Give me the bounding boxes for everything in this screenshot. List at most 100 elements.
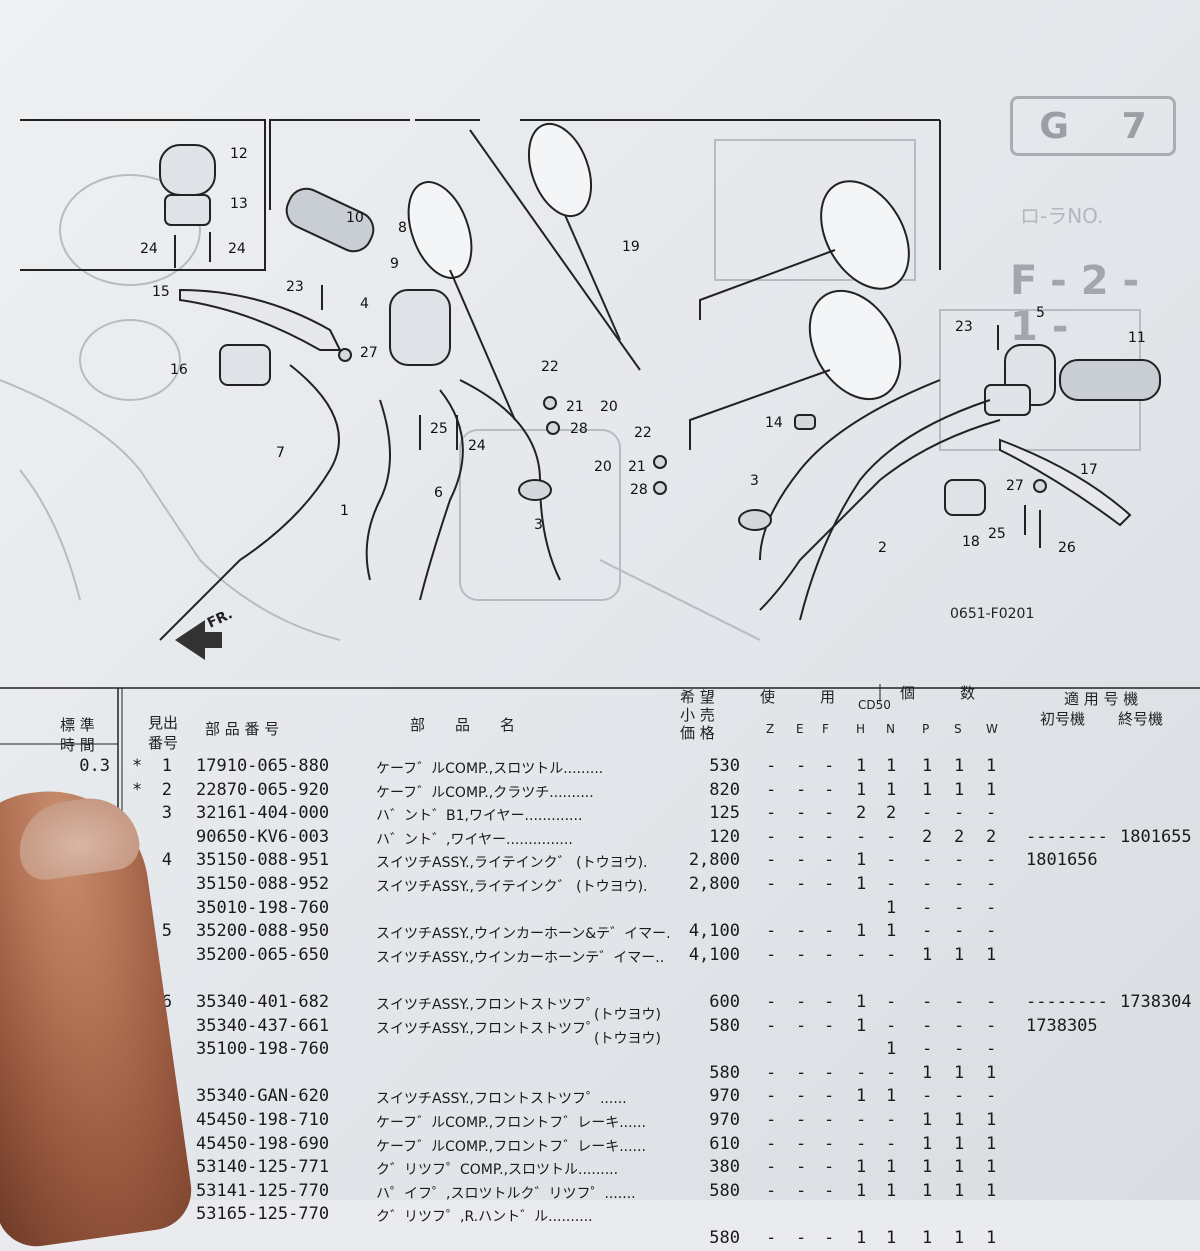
- cell-w: 2: [986, 826, 997, 847]
- cell-part: 35340-437-661: [196, 1015, 330, 1036]
- cell-price: 4,100: [688, 921, 740, 942]
- sheet-tag-letter: G: [1039, 105, 1069, 147]
- callout: 5: [1036, 305, 1045, 321]
- callout: 20: [594, 459, 612, 475]
- cell-w: -: [986, 850, 997, 871]
- switch-housings: [159, 144, 1056, 516]
- cell-e: -: [796, 944, 807, 965]
- cell-desc: スイツチASSY.,ライテインク゛ (トウヨウ).: [376, 879, 648, 895]
- callout: 22: [634, 425, 652, 441]
- cell-part: 53165-125-770: [196, 1204, 330, 1225]
- cell-price: 4,100: [688, 944, 740, 965]
- cell-f: -: [824, 1062, 835, 1083]
- cell-h: 1: [856, 992, 867, 1012]
- cell-z: -: [766, 1228, 777, 1248]
- cell-ref: 2: [161, 779, 172, 800]
- cell-part: 35340-GAN-620: [196, 1086, 330, 1107]
- cell-desc: ク゛リツフ゜COMP.,スロツトル.........: [376, 1162, 619, 1179]
- callout: 27: [1006, 478, 1024, 494]
- cell-first: --------: [1026, 992, 1108, 1012]
- header-h: H: [856, 722, 866, 736]
- cell-s: 2: [954, 826, 965, 847]
- cell-p: 1: [922, 1110, 933, 1130]
- cell-price: 970: [709, 1086, 740, 1107]
- cell-w: -: [986, 1039, 997, 1060]
- header-price-1: 希 望: [680, 688, 715, 706]
- callout: 28: [630, 482, 648, 498]
- callout: 21: [628, 459, 646, 475]
- cell-note: (トウヨウ): [594, 1007, 661, 1023]
- callout: 24: [140, 241, 158, 257]
- cell-z: -: [766, 803, 777, 824]
- callout: 25: [430, 421, 448, 437]
- cell-ref: 4: [161, 850, 172, 871]
- cell-star: *: [132, 756, 143, 776]
- callout: 24: [468, 438, 486, 454]
- cell-p: -: [922, 1015, 933, 1036]
- cell-s: 1: [954, 756, 965, 776]
- cell-s: -: [954, 850, 965, 871]
- cell-n: -: [886, 826, 897, 847]
- small-parts: [174, 232, 1047, 548]
- cell-p: -: [922, 874, 933, 894]
- table-row: 0.1: [0, 968, 1200, 991]
- cell-price: 380: [709, 1157, 740, 1178]
- cell-n: 1: [886, 1039, 897, 1060]
- header-p: P: [922, 722, 930, 736]
- cell-e: -: [796, 1228, 807, 1248]
- cell-p: -: [922, 992, 933, 1012]
- cell-n: -: [886, 1110, 897, 1130]
- header-first-frame: 初号機: [1040, 710, 1086, 728]
- cell-z: -: [766, 756, 777, 776]
- cell-f: -: [824, 779, 835, 800]
- cell-f: -: [824, 1015, 835, 1036]
- callout: 25: [988, 526, 1006, 542]
- cell-part: 53140-125-771: [196, 1157, 330, 1178]
- header-qty: 個 数: [900, 684, 976, 702]
- cell-n: -: [886, 874, 897, 894]
- cell-p: 1: [922, 779, 933, 800]
- cell-price: 2,800: [688, 874, 740, 894]
- header-z: Z: [766, 722, 775, 736]
- cell-n: 1: [886, 779, 897, 800]
- cell-e: -: [796, 874, 807, 894]
- cell-e: -: [796, 992, 807, 1012]
- cell-z: -: [766, 1086, 777, 1107]
- cell-h: 1: [856, 1015, 867, 1036]
- callout: 14: [765, 415, 783, 431]
- cell-n: 1: [886, 1180, 897, 1201]
- cell-h: 1: [856, 1086, 867, 1107]
- cell-desc: ハ゛ント゛B1,ワイヤー.............: [376, 808, 583, 825]
- cell-e: -: [796, 1133, 807, 1154]
- sheet-group-tag: G 7: [1010, 96, 1176, 156]
- cell-s: -: [954, 1015, 965, 1036]
- cell-e: -: [796, 756, 807, 776]
- cell-price: 580: [709, 1180, 740, 1201]
- cell-desc: スイツチASSY.,フロントストツフ゜: [376, 1020, 600, 1037]
- callout: 15: [152, 284, 170, 300]
- cell-w: -: [986, 992, 997, 1012]
- cell-desc: ケーフ゛ルCOMP.,フロントフ゛レーキ......: [376, 1115, 646, 1131]
- callout: 2: [878, 540, 887, 556]
- cell-w: 1: [986, 779, 997, 800]
- cell-w: 1: [986, 1133, 997, 1154]
- cell-desc: ケーフ゛ルCOMP.,クラツチ..........: [376, 784, 594, 801]
- cell-n: 2: [886, 803, 897, 824]
- figure-code: 0651-F0201: [950, 606, 1035, 622]
- callout: 1: [340, 503, 349, 519]
- cell-price: 530: [709, 756, 740, 776]
- cell-w: -: [986, 1086, 997, 1107]
- cell-h: 1: [856, 756, 867, 776]
- callout: 7: [276, 445, 285, 461]
- cell-part: 45450-198-690: [196, 1133, 330, 1154]
- cell-s: -: [954, 1086, 965, 1107]
- cell-part: 90650-KV6-003: [196, 826, 330, 847]
